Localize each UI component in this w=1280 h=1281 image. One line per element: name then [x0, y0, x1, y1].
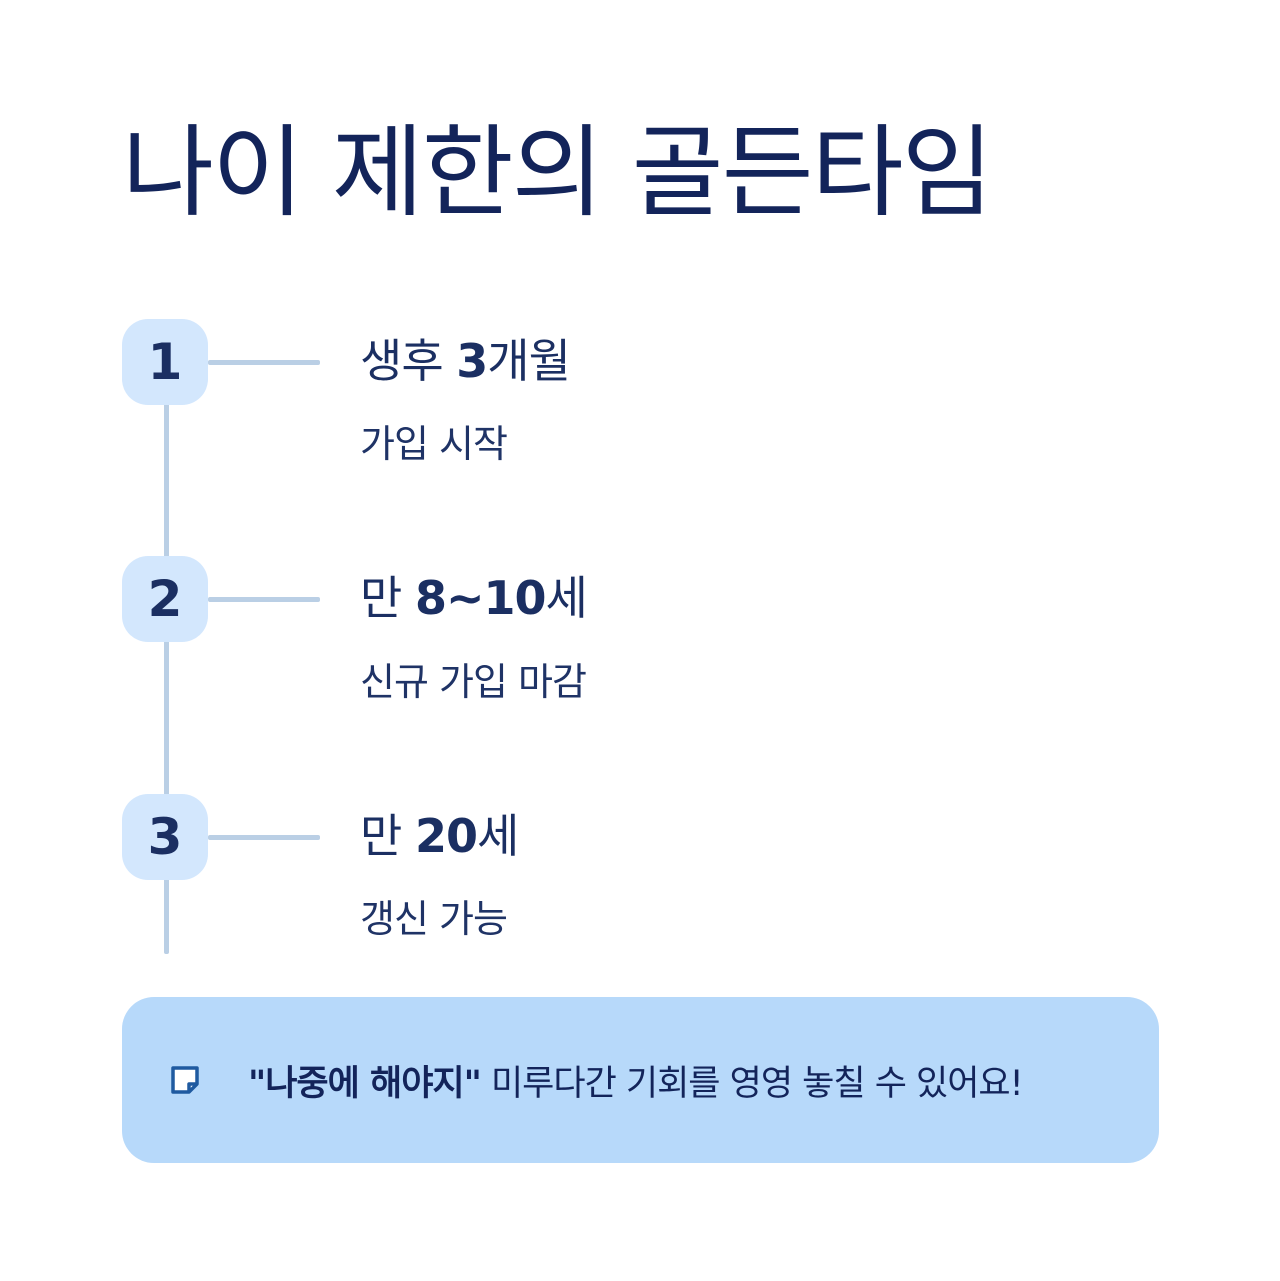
- step-description: 신규 가입 마감: [360, 660, 587, 704]
- step-title-number: 8~10: [414, 571, 547, 625]
- step-title-suffix: 세: [545, 571, 588, 625]
- step-connector: [208, 597, 320, 602]
- step-title: 만 8~10세: [360, 571, 588, 626]
- notice-emphasis: "나중에 해야지": [248, 1063, 482, 1104]
- step-title-prefix: 생후: [360, 334, 457, 388]
- notice-box: "나중에 해야지" 미루다간 기회를 영영 놓칠 수 있어요!: [122, 997, 1159, 1163]
- step-title: 생후 3개월: [360, 334, 571, 389]
- step-connector: [208, 835, 320, 840]
- step-title-prefix: 만: [360, 571, 415, 625]
- step-description: 갱신 가능: [360, 897, 508, 941]
- notice-message: 미루다간 기회를 영영 놓칠 수 있어요!: [480, 1063, 1024, 1104]
- step-title: 만 20세: [360, 809, 519, 864]
- step-title-prefix: 만: [360, 809, 415, 863]
- step-description: 가입 시작: [360, 422, 508, 466]
- step-title-number: 20: [414, 809, 478, 863]
- step-title-number: 3: [456, 334, 488, 388]
- page-title: 나이 제한의 골든타임: [122, 114, 994, 231]
- step-badge: 1: [122, 319, 208, 405]
- step-title-suffix: 개월: [487, 334, 571, 388]
- step-connector: [208, 360, 320, 365]
- timeline-line: [164, 362, 169, 954]
- step-badge: 3: [122, 794, 208, 880]
- step-title-suffix: 세: [476, 809, 519, 863]
- step-badge: 2: [122, 556, 208, 642]
- notice-text: "나중에 해야지" 미루다간 기회를 영영 놓칠 수 있어요!: [248, 1055, 1024, 1106]
- memo-icon: [171, 1066, 199, 1094]
